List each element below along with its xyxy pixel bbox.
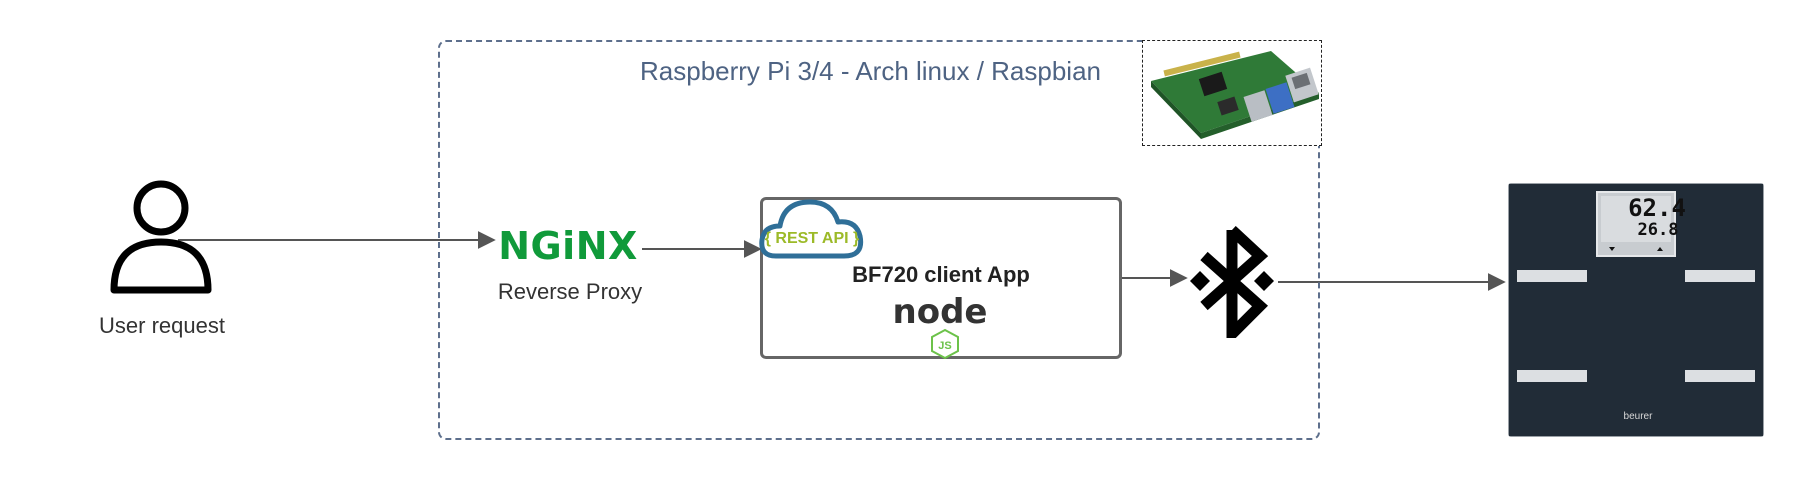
raspberry-pi-board-image	[1151, 51, 1319, 139]
scale-brand: beurer	[1623, 411, 1653, 422]
cloud-icon	[759, 199, 864, 259]
boundary-title: Raspberry Pi 3/4 - Arch linux / Raspbian	[640, 56, 1101, 86]
proxy-label: Reverse Proxy	[497, 279, 643, 304]
scale-weight-display: 62.4	[1628, 194, 1686, 222]
raspberry-pi-board-frame	[1142, 40, 1322, 146]
client-app-title: BF720 client App	[852, 262, 1030, 287]
nodejs-logo: node	[892, 292, 988, 332]
scale-details	[1509, 184, 1763, 436]
user-label: User request	[99, 313, 225, 338]
raspberry-pi-boundary	[438, 40, 1320, 440]
rest-api-badge: { REST API }	[764, 230, 860, 247]
user-icon	[110, 180, 212, 294]
svg-text:JS: JS	[938, 340, 951, 352]
bathroom-scale-image	[1508, 183, 1764, 437]
scale-fat-display: 26.8	[1637, 220, 1679, 240]
nodejs-hexagon-icon: JS	[931, 328, 959, 360]
bluetooth-icon	[1190, 226, 1274, 338]
nginx-logo: NGiNX	[498, 224, 638, 268]
